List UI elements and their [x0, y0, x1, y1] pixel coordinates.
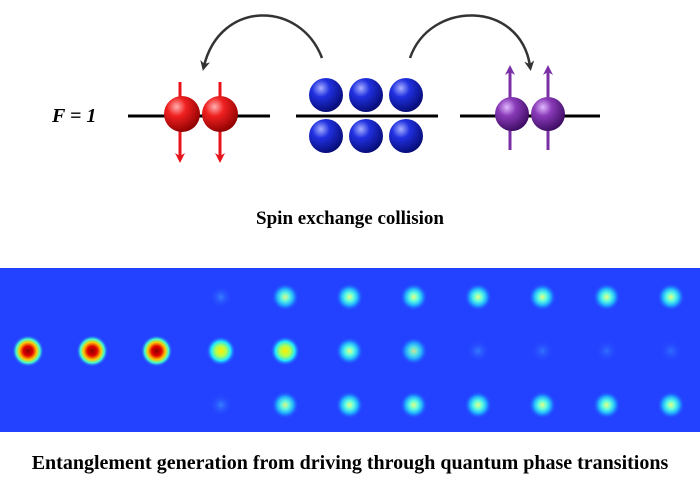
absorption-spot [399, 337, 428, 365]
absorption-spot [530, 339, 555, 363]
absorption-spot [140, 335, 173, 367]
absorption-spot [657, 283, 685, 311]
absorption-spot [208, 285, 233, 309]
absorption-spot [12, 335, 44, 367]
exchange-arrow-right [408, 14, 535, 71]
spin-down-atom [164, 96, 200, 132]
absorption-spot [657, 391, 685, 419]
spin-up-atoms [495, 65, 565, 150]
spin-exchange-caption: Spin exchange collision [256, 208, 444, 229]
zero-spin-atom [389, 78, 423, 112]
absorption-spot [592, 283, 621, 311]
absorption-spot [528, 283, 557, 311]
spin-down-atom [202, 96, 238, 132]
absorption-spot [335, 391, 364, 419]
absorption-spot [335, 337, 364, 365]
absorption-spot [659, 339, 683, 363]
spin-up-atom [531, 97, 565, 131]
absorption-image [0, 268, 700, 432]
absorption-spot [399, 283, 428, 311]
absorption-spot [335, 283, 364, 311]
absorption-spot [399, 391, 428, 419]
absorption-spot [271, 391, 300, 419]
absorption-spot [76, 335, 109, 367]
f-equals-one-label: F = 1 [52, 105, 97, 127]
zero-spin-atoms [309, 78, 423, 153]
spin-up-atom [495, 97, 529, 131]
absorption-spot [528, 391, 557, 419]
zero-spin-atom [309, 78, 343, 112]
zero-spin-atom [389, 119, 423, 153]
absorption-spot [464, 283, 493, 311]
entanglement-caption: Entanglement generation from driving thr… [31, 452, 669, 474]
absorption-spot [270, 336, 301, 366]
absorption-spot [205, 336, 236, 366]
absorption-spot [466, 339, 491, 363]
zero-spin-atom [349, 119, 383, 153]
absorption-spot [208, 393, 233, 417]
exchange-arrow-left [200, 14, 324, 71]
spin-down-atoms [164, 82, 238, 163]
absorption-spots [12, 283, 685, 419]
absorption-spot [592, 391, 621, 419]
absorption-spot [464, 391, 493, 419]
zero-spin-atom [349, 78, 383, 112]
absorption-spot [594, 339, 619, 363]
absorption-spot [271, 283, 300, 311]
zero-spin-atom [309, 119, 343, 153]
